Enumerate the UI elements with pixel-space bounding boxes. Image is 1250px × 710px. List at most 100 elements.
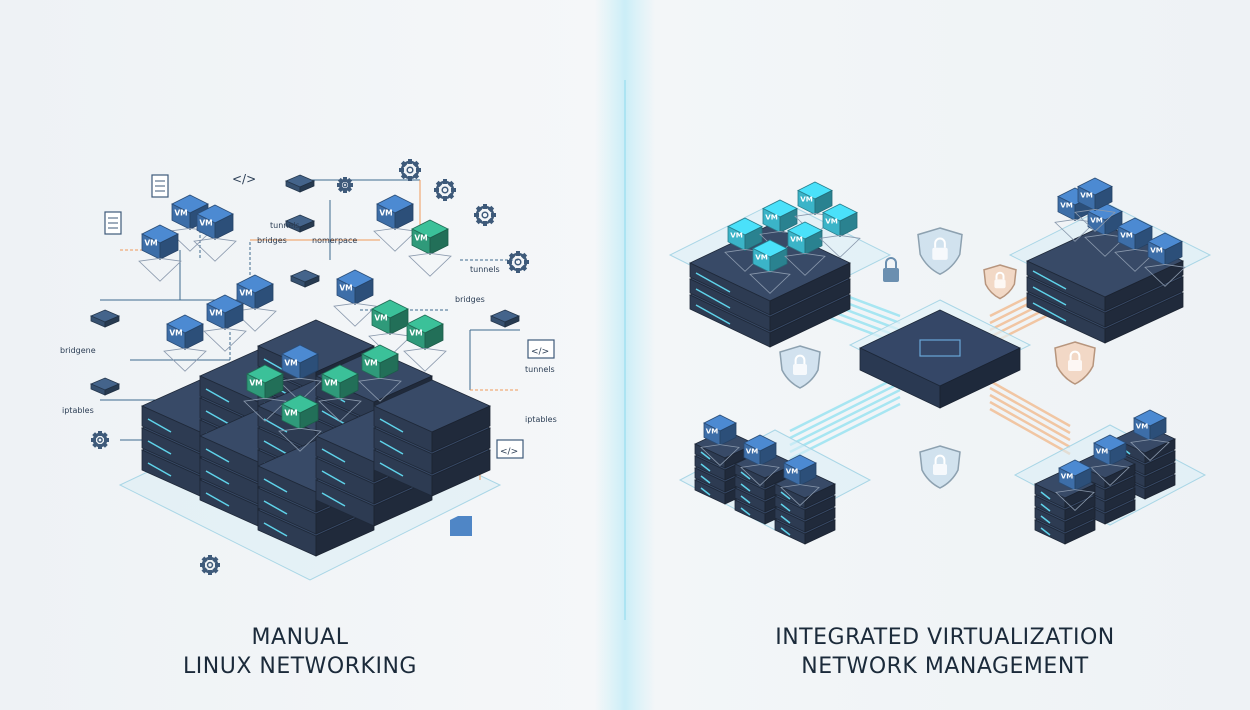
right-server-stack-tl-led xyxy=(695,272,731,293)
left-gear-icon xyxy=(434,179,456,201)
right-flow-beam-cyan xyxy=(789,395,901,454)
left-gear-icon-hub xyxy=(406,166,414,174)
left-switch-chip xyxy=(284,214,316,233)
left-server-stack-led xyxy=(205,492,230,507)
right-vm-teal-cube xyxy=(727,217,763,251)
right-central-controller xyxy=(859,309,1021,409)
left-code-label: </> xyxy=(531,347,549,357)
left-gear-icon-hub xyxy=(514,258,522,266)
right-server-stack-br-unit-right xyxy=(1064,507,1096,533)
right-server-stack-br-unit-right xyxy=(1104,487,1136,513)
left-vm-cube xyxy=(361,344,399,380)
left-server-stack-led xyxy=(379,440,404,455)
right-server-stack-tr-led xyxy=(1032,302,1067,322)
right-vm-teal-cube-right xyxy=(839,211,858,237)
right-vm-blue: VM xyxy=(1055,459,1095,511)
right-vm-blue-cube-right xyxy=(1094,185,1113,211)
left-code-label-2: </> xyxy=(500,447,518,457)
left-server-stack-led xyxy=(147,418,172,433)
left-gear-icon-ring xyxy=(201,556,219,574)
left-folder-icon xyxy=(450,516,472,536)
right-controller-chip xyxy=(919,339,961,357)
right-flow-beam-orange xyxy=(989,379,1071,428)
right-server-stack-tl-unit-right xyxy=(769,278,851,332)
left-vm: VM xyxy=(278,394,322,452)
right-server-stack-bl-led xyxy=(740,507,751,516)
right-vm-teal: VM xyxy=(759,199,801,254)
left-vm-cube-right xyxy=(394,203,414,230)
right-vm-blue-cube xyxy=(1058,459,1092,492)
right-vm-blue: VM xyxy=(1144,232,1186,287)
right-server-stack-bl-led xyxy=(700,487,711,496)
right-server-stack-tr-unit-right xyxy=(1104,292,1184,344)
left-vm-cube xyxy=(376,194,414,230)
left-vm-cube xyxy=(166,314,204,350)
left-vm-cube xyxy=(406,314,444,350)
left-vm: VM xyxy=(368,299,412,357)
left-vm-label: VM xyxy=(414,234,427,243)
right-vm-blue-cube xyxy=(1087,202,1123,236)
left-code-window-icon xyxy=(527,339,555,359)
left-switch-chip-right xyxy=(304,275,320,288)
left-vm-label: VM xyxy=(209,309,222,318)
right-flow-beam-orange xyxy=(989,400,1071,449)
left-server-stack-led xyxy=(321,448,346,463)
left-doc-icon xyxy=(151,174,169,198)
left-vm-cube-right xyxy=(354,278,374,305)
right-vm-teal-tray xyxy=(819,235,861,258)
left-vm-tray xyxy=(138,257,182,282)
left-server-stack-led xyxy=(321,470,346,485)
right-vm-blue-cube xyxy=(1093,434,1127,467)
right-server-stack-br-led xyxy=(1040,503,1051,512)
right-vm-blue-label: VM xyxy=(746,447,758,455)
right-vm-blue: VM xyxy=(1114,217,1156,272)
left-server-stack-led xyxy=(147,440,172,455)
left-vm-cube xyxy=(281,344,319,380)
right-vm-blue-tray xyxy=(1130,439,1170,461)
right-vm-teal: VM xyxy=(819,203,861,258)
right-server-stack-bl-led xyxy=(700,451,711,460)
left-vm-label: VM xyxy=(144,239,157,248)
left-server-stack-led xyxy=(263,500,288,515)
left-gear-icon-ring xyxy=(92,432,108,448)
right-vm-teal-cube xyxy=(752,239,788,273)
left-label-bridgene: bridgene xyxy=(60,346,96,355)
left-vm-cube-right xyxy=(339,373,359,400)
left-server-stack-led xyxy=(263,440,288,455)
right-vm-teal: VM xyxy=(794,181,836,236)
right-server-stack-bl-led xyxy=(700,475,711,484)
left-vm-cube-right xyxy=(264,373,284,400)
left-vm-tray xyxy=(318,397,362,422)
left-doc-icon xyxy=(104,211,122,235)
right-server-stack-bl-unit-right xyxy=(804,507,836,533)
left-server-stack-led xyxy=(379,418,404,433)
right-server-stack-br-unit-right xyxy=(1104,499,1136,525)
left-vm-label: VM xyxy=(239,289,252,298)
right-vm-blue-label: VM xyxy=(1090,216,1103,225)
right-vm-blue: VM xyxy=(1090,434,1130,486)
right-central-controller-right xyxy=(939,347,1021,409)
right-vm-blue-cube xyxy=(743,434,777,467)
right-vm-blue-cube-right xyxy=(1109,442,1127,467)
left-vm: VM xyxy=(408,219,452,277)
right-vm-teal-cube-right xyxy=(779,207,798,233)
left-vm-label: VM xyxy=(374,314,387,323)
right-server-stack-bl-unit-right xyxy=(804,483,836,509)
left-server-stack xyxy=(373,379,491,497)
right-server-stack-br-unit-right xyxy=(1064,483,1096,509)
left-vm-label: VM xyxy=(284,359,297,368)
right-shield-icon-orange xyxy=(983,264,1017,300)
right-vm-blue-label: VM xyxy=(1120,231,1133,240)
right-vm-teal-label: VM xyxy=(765,213,778,222)
right-vm-blue-tray xyxy=(1144,264,1186,287)
right-shield-icon-lock-shackle xyxy=(934,454,946,464)
right-vm-teal-cube-right xyxy=(814,189,833,215)
left-server-stack-led xyxy=(205,410,230,425)
right-vm-blue-cube-right xyxy=(1164,240,1183,266)
right-flow-beam-orange xyxy=(989,393,1071,442)
left-vm-tray xyxy=(278,427,322,452)
right-vm-blue-cube-right xyxy=(1074,467,1092,492)
left-vm-label: VM xyxy=(364,359,377,368)
right-vm-blue: VM xyxy=(780,454,820,506)
